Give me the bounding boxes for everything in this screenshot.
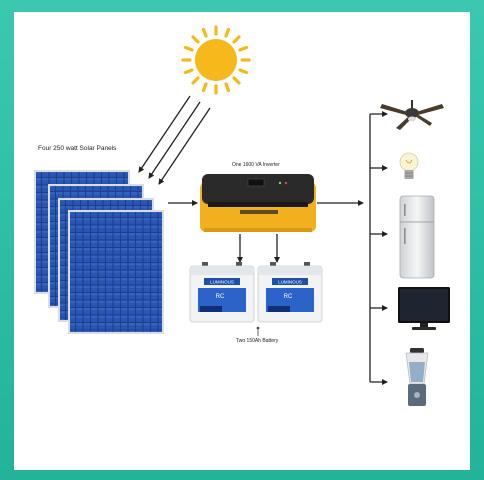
inverter-label: One 1600 VA Inverter [232,162,280,168]
solar-panel-icon [34,170,164,334]
svg-text:LUMINOUS: LUMINOUS [278,280,302,285]
battery-icon: LUMINOUS RC LUMINOUS RC [189,262,323,323]
svg-text:LUMINOUS: LUMINOUS [210,280,234,285]
svg-text:RC: RC [216,294,225,300]
light-bulb-icon [399,152,419,179]
svg-text:RC: RC [284,294,293,300]
television-icon [398,287,450,330]
sun-icon [181,25,251,95]
solar-panel-4 [68,210,164,334]
sunlight-arrows [138,95,211,185]
battery-1: LUMINOUS RC [189,262,255,323]
distribution-arrows [317,111,388,385]
battery-label: Two 150Ah Battery [236,338,279,344]
inverter-icon [200,174,316,232]
ceiling-fan-icon [380,100,444,130]
solar-system-diagram: LUMINOUS RC LUMINOUS RC [34,25,450,406]
diagram-card: LUMINOUS RC LUMINOUS RC [14,12,470,470]
refrigerator-icon [399,195,435,279]
blender-icon [405,348,429,406]
battery-2: LUMINOUS RC [257,262,323,323]
panels-label: Four 250 watt Solar Panels [38,145,117,152]
